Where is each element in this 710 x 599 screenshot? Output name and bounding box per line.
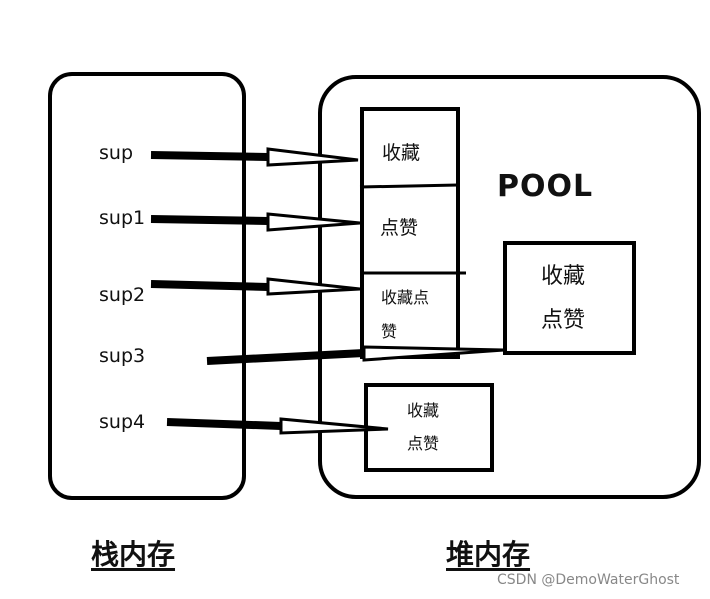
object-b-line1: 收藏 [407,401,440,420]
var-sup3: sup3 [99,345,146,367]
pool-cell-combined-line1: 收藏点 [381,288,430,307]
pool-divider-1 [359,183,459,189]
var-sup2: sup2 [99,284,146,306]
pool-cell-favorite: 收藏 [382,142,421,164]
arrow-sup1 [150,212,361,232]
stack-memory-heading: 栈内存 [91,538,176,571]
object-b-line2: 点赞 [407,434,440,453]
object-a-line2: 点赞 [541,308,586,333]
pool-title: POOL [497,169,594,204]
watermark: CSDN @DemoWaterGhost [497,572,680,588]
heap-box [318,75,701,499]
pool-cell-like: 点赞 [380,217,419,239]
pool-cell-combined-line2: 赞 [381,322,398,341]
object-a-box [503,241,636,355]
heap-memory-heading: 堆内存 [446,538,531,571]
arrow-sup [150,147,359,167]
arrow-sup4 [166,417,389,435]
var-sup1: sup1 [99,207,146,229]
arrow-sup2 [150,277,361,296]
arrow-sup3 [206,345,505,365]
var-sup4: sup4 [99,411,146,433]
var-sup: sup [99,142,134,164]
object-a-line1: 收藏 [541,264,586,289]
